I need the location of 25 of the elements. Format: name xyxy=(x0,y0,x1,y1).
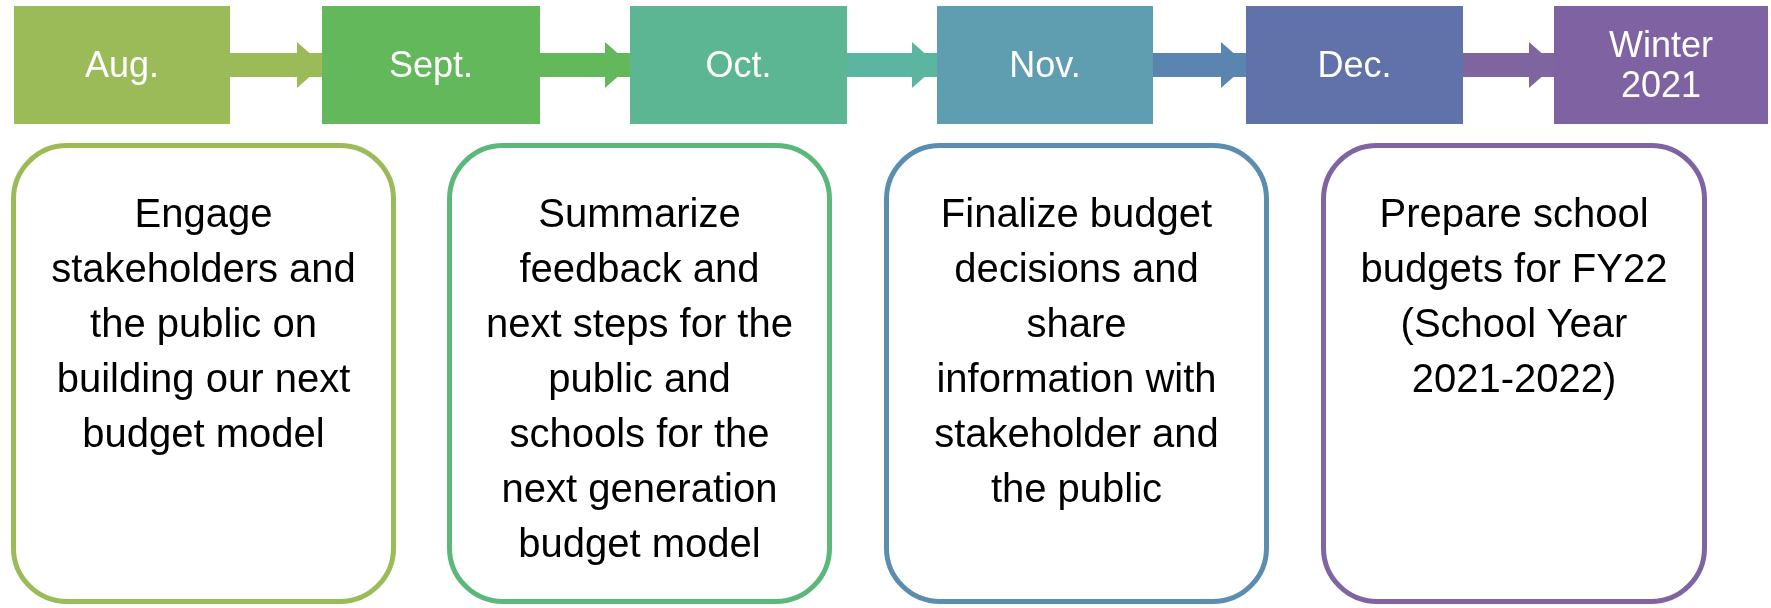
description-card xyxy=(447,143,832,604)
month-label: Winter 2021 xyxy=(1608,25,1714,105)
task-description: Prepare school budgets for FY22 (School Year 2021-2022) xyxy=(1360,190,1668,402)
description-card xyxy=(11,143,396,604)
description-card xyxy=(884,143,1269,604)
block-arrow xyxy=(230,42,323,88)
month-box xyxy=(630,6,847,124)
month-label: Aug. xyxy=(84,45,160,85)
month-box xyxy=(14,6,230,124)
task-description: Summarize feedback and next steps for the public and schools for the next generation budget model xyxy=(486,190,793,567)
block-arrow xyxy=(847,42,938,88)
block-arrow xyxy=(1153,42,1247,88)
month-label: Sept. xyxy=(388,45,474,85)
task-description: Engage stakeholders and the public on building our next budget model xyxy=(50,190,357,457)
month-box xyxy=(937,6,1153,124)
block-arrow xyxy=(1463,42,1555,88)
task-description: Finalize budget decisions and share information with stakeholder and the public xyxy=(933,190,1220,512)
month-label: Dec. xyxy=(1317,45,1392,85)
month-label: Oct. xyxy=(705,45,772,85)
month-label: Nov. xyxy=(1009,45,1081,85)
block-arrow xyxy=(540,42,631,88)
description-card xyxy=(1321,143,1707,604)
month-box xyxy=(1554,6,1768,124)
month-box xyxy=(322,6,540,124)
month-box xyxy=(1246,6,1463,124)
